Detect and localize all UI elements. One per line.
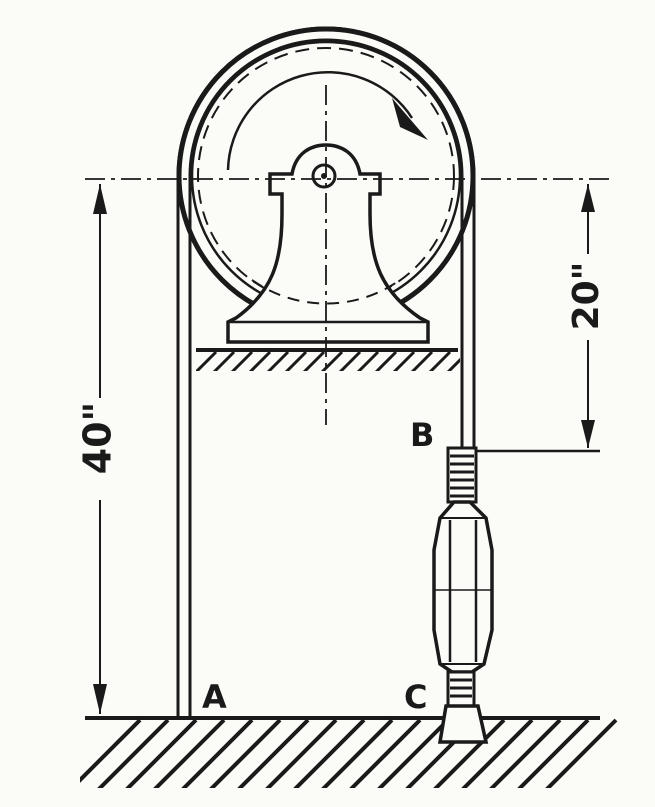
label-a: A xyxy=(202,678,227,716)
bearing-block xyxy=(226,143,430,344)
spring-balance xyxy=(432,446,494,744)
ground-anchor xyxy=(437,704,489,744)
dimension-upper xyxy=(476,184,600,453)
center-lines xyxy=(85,85,612,425)
rope xyxy=(176,26,476,720)
lower-spring xyxy=(446,670,476,708)
rotation-arrow-head xyxy=(392,98,428,140)
label-b: B xyxy=(410,416,434,454)
dimension-upper-label: 20" xyxy=(566,262,607,331)
rotation-arrow xyxy=(226,70,414,171)
support-beam xyxy=(196,348,460,371)
upper-spring xyxy=(446,446,478,504)
balance-barrel xyxy=(432,500,494,674)
ground-hatching xyxy=(80,718,618,788)
dimension-total xyxy=(93,184,107,714)
dimension-total-label: 40" xyxy=(76,402,120,475)
ground xyxy=(80,716,618,788)
label-c: C xyxy=(404,678,427,716)
